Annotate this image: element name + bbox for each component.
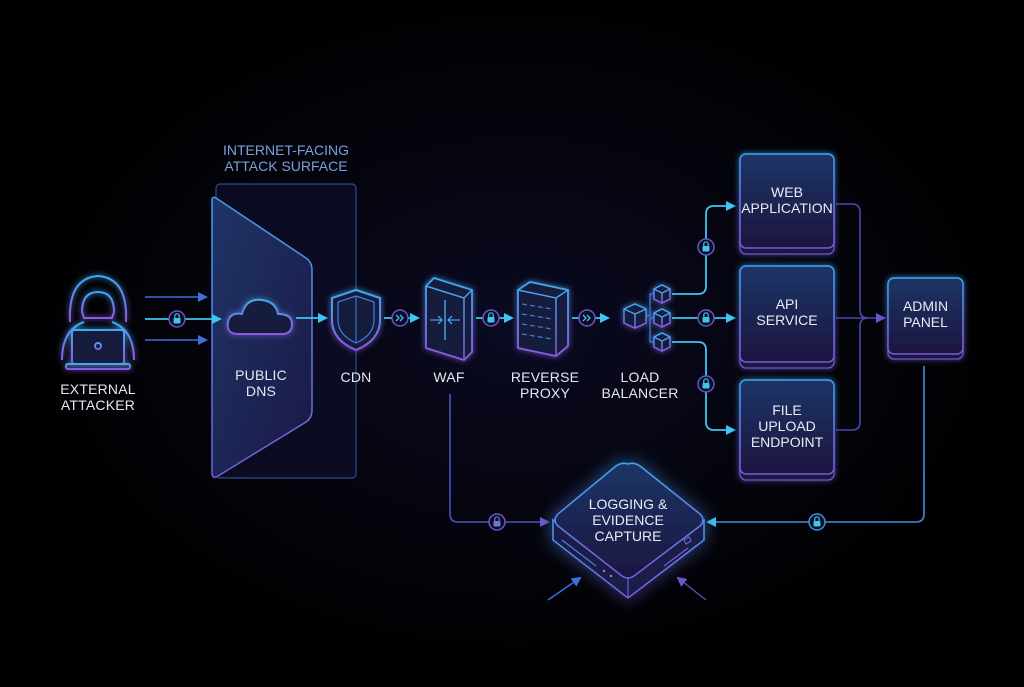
server-rack-icon: [517, 281, 569, 357]
attacker-arrows: [145, 292, 222, 345]
lock-icon: [168, 310, 186, 328]
lock-icon: [488, 513, 506, 531]
dns-zone-shape: [211, 196, 313, 479]
cube-mid: [653, 308, 671, 328]
lock-icon: [697, 238, 715, 256]
arrow-waf-logging: [449, 394, 550, 527]
label-web-application: WEB APPLICATION: [741, 184, 833, 216]
cube-cluster-icon: [623, 284, 671, 352]
label-public-dns: PUBLIC DNS: [235, 367, 287, 399]
label-api-service: API SERVICE: [756, 296, 818, 328]
lock-icon: [808, 513, 826, 531]
label-cdn: CDN: [340, 369, 372, 385]
service-box-webapp: [739, 153, 835, 255]
cube-top: [653, 284, 671, 304]
label-logging-evidence-capture: LOGGING & EVIDENCE CAPTURE: [588, 496, 668, 544]
lock-icon: [697, 375, 715, 393]
label-file-upload-endpoint: FILE UPLOAD ENDPOINT: [750, 402, 824, 450]
logging-device: [552, 462, 705, 599]
firewall-icon: [425, 276, 473, 362]
label-reverse-proxy: REVERSE PROXY: [510, 369, 580, 401]
service-box-api: [739, 265, 835, 369]
arrow-into-logging-right: [676, 576, 707, 601]
services-to-admin-connectors: [836, 203, 886, 431]
label-waf: WAF: [433, 369, 465, 385]
double-chevron-icon: [578, 309, 596, 327]
cube-main: [623, 303, 647, 329]
cube-bottom: [653, 332, 671, 352]
arrow-into-logging-left: [547, 576, 582, 601]
service-box-upload: [739, 379, 835, 481]
double-chevron-icon: [391, 309, 409, 327]
cloud-icon: [226, 298, 294, 335]
service-box-admin: [887, 277, 964, 360]
lock-icon: [482, 309, 500, 327]
attack-surface-title: INTERNET-FACING ATTACK SURFACE: [222, 142, 350, 174]
lock-icon: [697, 309, 715, 327]
label-load-balancer: LOAD BALANCER: [601, 369, 679, 401]
label-external-attacker: EXTERNAL ATTACKER: [60, 381, 136, 413]
shield-icon: [331, 288, 381, 352]
label-admin-panel: ADMIN PANEL: [902, 298, 949, 330]
hooded-hacker-laptop-icon: [61, 274, 135, 370]
arrow-admin-logging: [706, 366, 925, 527]
